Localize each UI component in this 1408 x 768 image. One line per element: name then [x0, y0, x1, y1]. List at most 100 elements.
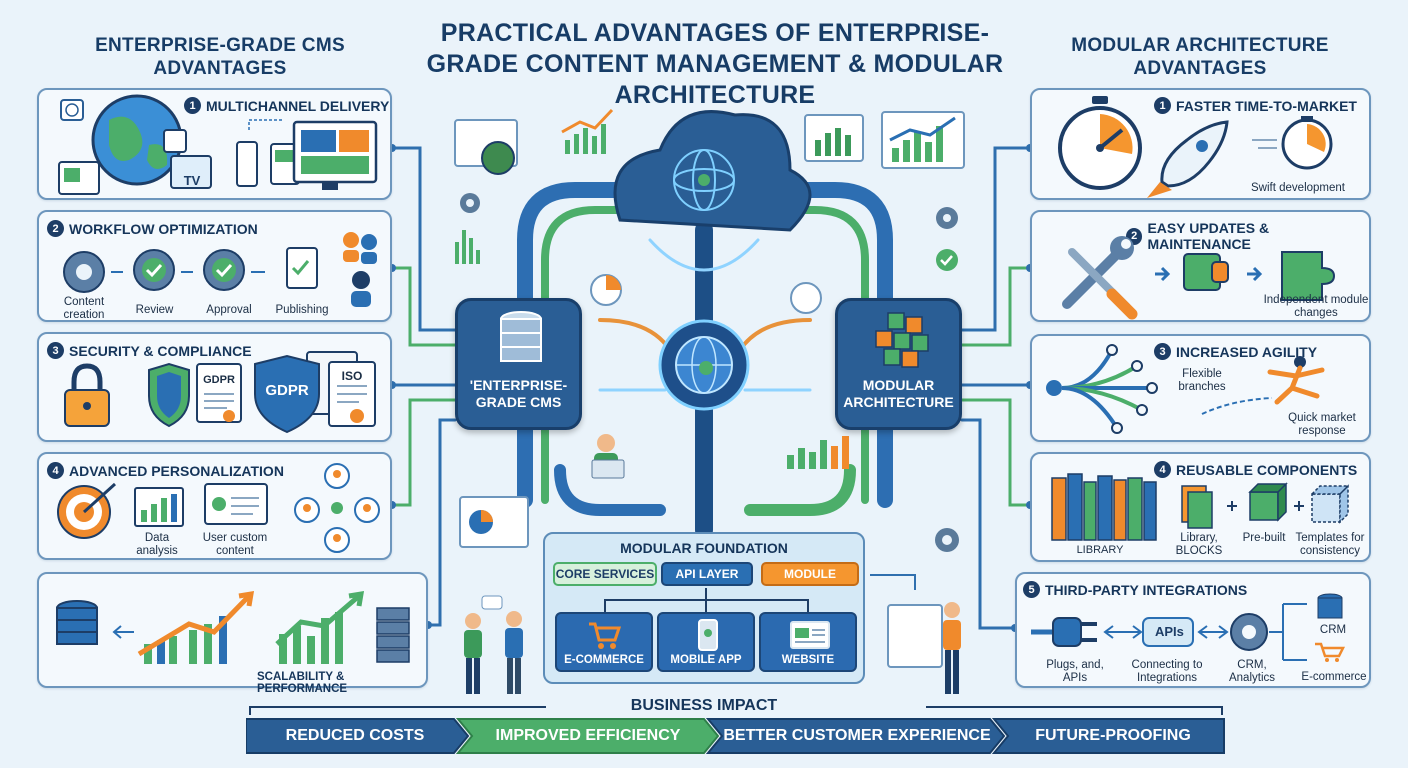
workflow-steps-icon: [63, 232, 377, 307]
card-title-text: EASY UPDATES & MAINTENANCE: [1147, 220, 1270, 252]
scalability-chart-icon: [56, 590, 410, 664]
content-creation-label: Content creation: [63, 296, 105, 321]
card-title-text: MULTICHANNEL DELIVERY: [206, 97, 390, 114]
card-title: SCALABILITY & PERFORMANCE: [257, 671, 426, 695]
card-number: 4: [47, 462, 64, 479]
iso-label: ISO: [341, 369, 363, 383]
templates-label: Templates for consistency: [1295, 532, 1365, 557]
impact-better-customer-experience: BETTER CUSTOMER EXPERIENCE: [723, 727, 991, 744]
independent-module-changes-label: Independent module changes: [1263, 294, 1369, 319]
crm-label: CRM: [1319, 624, 1347, 636]
business-impact-title: BUSINESS IMPACT: [630, 697, 778, 714]
library-blocks-label: Library, BLOCKS: [1175, 532, 1223, 557]
business-impact-arrows: [246, 718, 1225, 754]
card-title: 1 MULTICHANNEL DELIVERY: [184, 97, 389, 114]
card-number: 5: [1023, 581, 1040, 598]
card-title-text: REUSABLE COMPONENTS: [1176, 461, 1358, 478]
card-number: 3: [47, 342, 64, 359]
api-layer-chip: API LAYER: [661, 562, 753, 586]
card-security-compliance: 3 SECURITY & COMPLIANCE GDPR GDPR ISO: [37, 332, 392, 442]
card-title: 1 FASTER TIME-TO-MARKET: [1154, 97, 1357, 114]
modular-blocks-icon: [875, 312, 929, 368]
card-faster-time-to-market: 1 FASTER TIME-TO-MARKET Swift developmen…: [1030, 88, 1371, 200]
gdpr-shield-label: GDPR: [265, 382, 309, 399]
enterprise-cms-label: 'ENTERPRISE-GRADE CMS: [469, 377, 568, 410]
card-increased-agility: 3 INCREASED AGILITY Flexible branches Qu…: [1030, 334, 1371, 442]
card-advanced-personalization: 4 ADVANCED PERSONALIZATION Data analysis…: [37, 452, 392, 560]
smartphone-icon: [698, 619, 718, 651]
ecommerce-tile: E-COMMERCE: [555, 612, 653, 672]
card-title: 2 WORKFLOW OPTIMIZATION: [47, 220, 258, 237]
card-title-text: THIRD-PARTY INTEGRATIONS: [1045, 581, 1248, 598]
user-custom-content-label: User custom content: [202, 532, 268, 557]
crm-analytics-label: CRM, Analytics: [1228, 659, 1276, 684]
module-chip: MODULE: [761, 562, 859, 586]
card-title-text: ADVANCED PERSONALIZATION: [69, 462, 284, 479]
card-number: 1: [1154, 97, 1171, 114]
ecommerce-label: E-COMMERCE: [564, 654, 644, 666]
stopwatch-rocket-icon: [1058, 96, 1333, 198]
target-analytics-icon: [57, 463, 380, 553]
foundation-connector-lines: [604, 588, 809, 612]
wrench-puzzle-icon: [1062, 236, 1336, 320]
website-label: WEBSITE: [781, 654, 835, 666]
database-icon: [500, 311, 542, 362]
card-title-text: WORKFLOW OPTIMIZATION: [69, 220, 258, 237]
quick-market-response-label: Quick market response: [1288, 412, 1356, 437]
business-impact-bracket: [249, 706, 1223, 715]
card-title: 2 EASY UPDATES & MAINTENANCE: [1126, 220, 1369, 252]
review-label: Review: [135, 304, 174, 316]
publishing-label: Publishing: [275, 304, 329, 316]
modular-architecture-panel: MODULAR ARCHITECTURE: [835, 298, 962, 430]
card-title: 4 ADVANCED PERSONALIZATION: [47, 462, 284, 479]
browser-window-icon: [790, 621, 830, 649]
mobile-app-tile: MOBILE APP: [657, 612, 755, 672]
card-reusable-components: 4 REUSABLE COMPONENTS LIBRARY Library, B…: [1030, 452, 1371, 562]
website-tile: WEBSITE: [759, 612, 857, 672]
right-section-heading: MODULAR ARCHITECTURE ADVANTAGES: [1071, 35, 1329, 79]
tv-label: TV: [183, 173, 201, 188]
card-title-text: INCREASED AGILITY: [1176, 343, 1318, 360]
core-services-chip: CORE SERVICES: [553, 562, 657, 586]
library-label: LIBRARY: [1076, 544, 1124, 556]
card-easy-updates: 2 EASY UPDATES & MAINTENANCE Independent…: [1030, 210, 1371, 322]
card-scalability-performance: SCALABILITY & PERFORMANCE: [37, 572, 428, 695]
card-number: 4: [1154, 461, 1171, 478]
branches-runner-icon: [1046, 344, 1325, 434]
card-title-text: FASTER TIME-TO-MARKET: [1176, 97, 1357, 114]
enterprise-cms-panel: 'ENTERPRISE-GRADE CMS: [455, 298, 582, 430]
card-number: 2: [47, 220, 64, 237]
connecting-integrations-label: Connecting to Integrations: [1131, 659, 1203, 684]
approval-label: Approval: [206, 304, 252, 316]
impact-reduced-costs: REDUCED COSTS: [285, 727, 425, 744]
card-title: 3 SECURITY & COMPLIANCE: [47, 342, 252, 359]
apis-badge-label: APIs: [1155, 624, 1184, 639]
card-multichannel-delivery: 1 MULTICHANNEL DELIVERY TV: [37, 88, 392, 200]
impact-improved-efficiency: IMPROVED EFFICIENCY: [495, 727, 681, 744]
main-title: PRACTICAL ADVANTAGES OF ENTERPRISE-GRADE…: [426, 19, 1004, 109]
swift-development-label: Swift development: [1251, 182, 1345, 194]
lock-shield-icon: [64, 351, 376, 434]
ecommerce-integration-label: E-commerce: [1301, 671, 1367, 683]
shopping-cart-icon: [589, 622, 622, 649]
card-title: 5 THIRD-PARTY INTEGRATIONS: [1023, 581, 1247, 598]
gdpr-document-label: GDPR: [203, 374, 235, 386]
flexible-branches-label: Flexible branches: [1178, 368, 1226, 393]
devices-globe-icon: [58, 94, 378, 195]
modular-architecture-label: MODULAR ARCHITECTURE: [843, 377, 954, 410]
card-title-text: SECURITY & COMPLIANCE: [69, 342, 252, 359]
foundation-title: MODULAR FOUNDATION: [620, 540, 788, 556]
card-workflow-optimization: 2 WORKFLOW OPTIMIZATION Content creation…: [37, 210, 392, 322]
card-title-text: SCALABILITY & PERFORMANCE: [257, 671, 348, 695]
mobile-app-label: MOBILE APP: [670, 654, 742, 666]
left-section-heading: ENTERPRISE-GRADE CMS ADVANTAGES: [95, 35, 345, 79]
card-third-party-integrations: 5 THIRD-PARTY INTEGRATIONS APIs Plugs, a…: [1015, 572, 1371, 688]
card-title: 3 INCREASED AGILITY: [1154, 343, 1317, 360]
card-title: 4 REUSABLE COMPONENTS: [1154, 461, 1357, 478]
plugs-apis-label: Plugs, and, APIs: [1046, 659, 1104, 684]
card-number: 1: [184, 97, 201, 114]
books-blocks-icon: [1051, 473, 1350, 541]
impact-future-proofing: FUTURE-PROOFING: [1035, 727, 1191, 744]
modular-foundation: MODULAR FOUNDATION CORE SERVICES API LAY…: [543, 532, 865, 684]
